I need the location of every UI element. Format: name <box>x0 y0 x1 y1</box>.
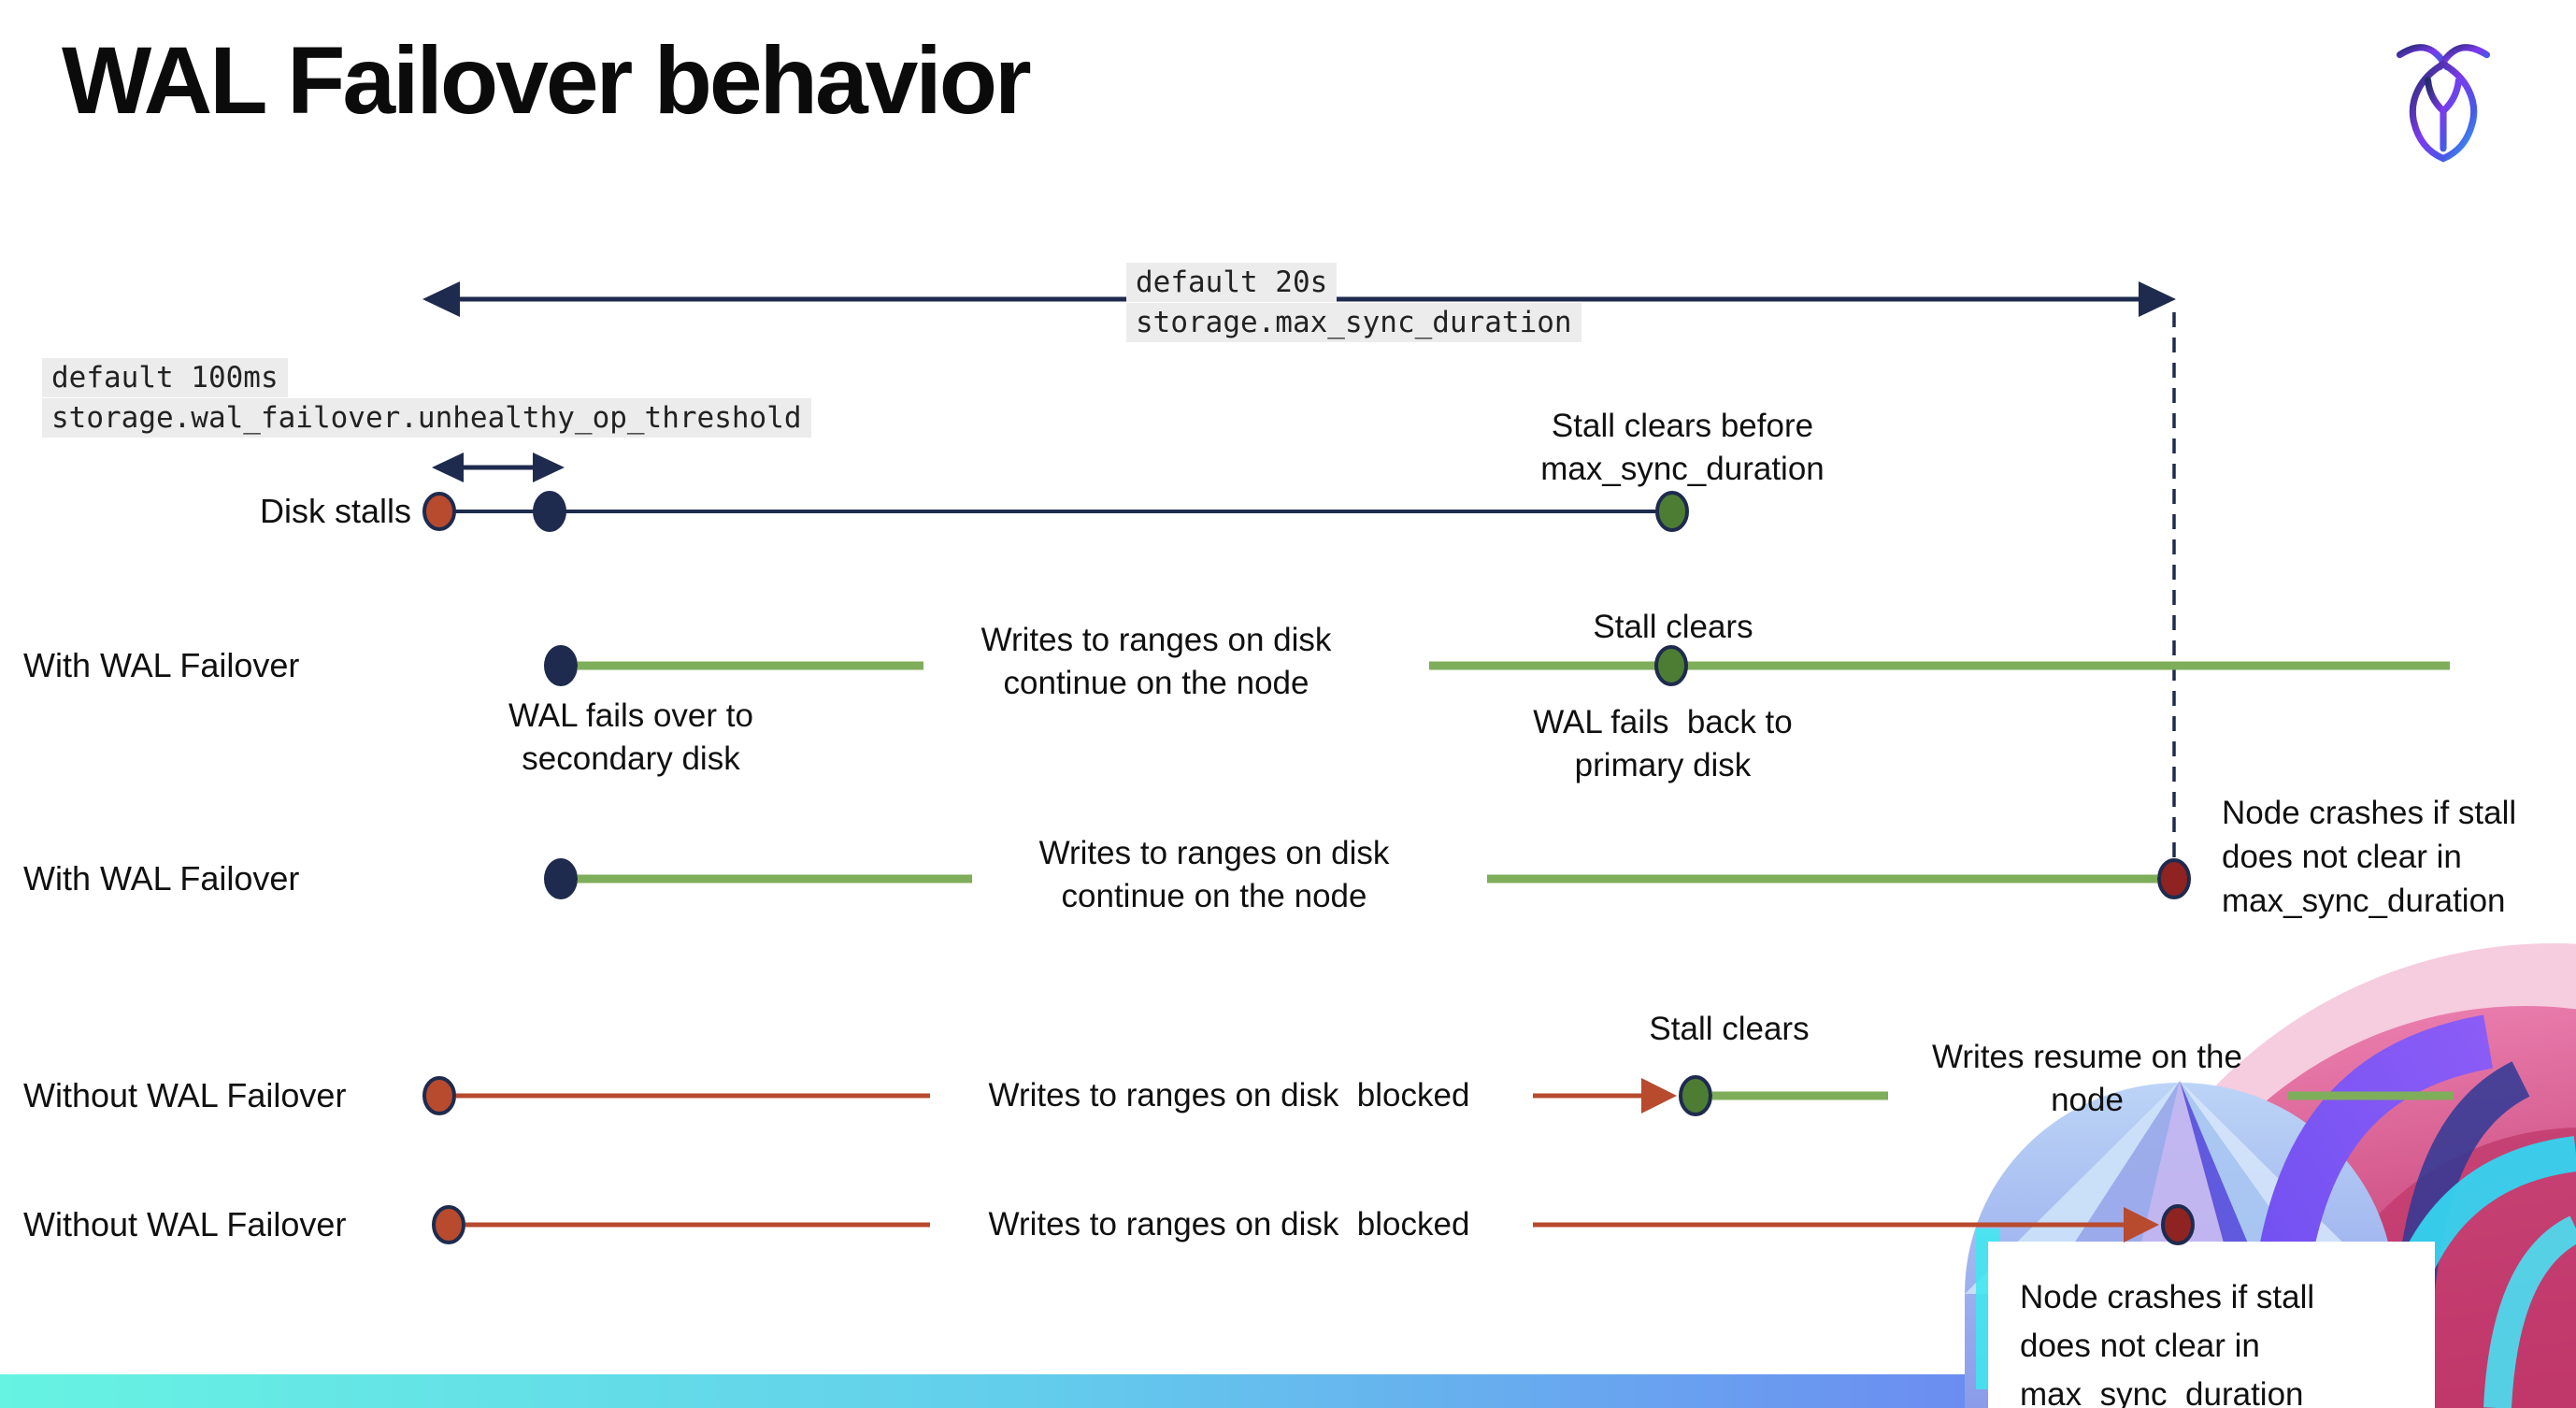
threshold-setting-name: storage.wal_failover.unhealthy_op_thresh… <box>42 398 811 438</box>
row-label-without-wal-1: Without WAL Failover <box>23 1076 347 1114</box>
max-sync-setting-name: storage.max_sync_duration <box>1126 303 1581 342</box>
writes-blocked-annotation-1: Writes to ranges on disk blocked <box>988 1077 1470 1113</box>
node-crash-dot <box>2157 858 2191 899</box>
without-wal-2-crash-text: Node crashes if stall does not clear in … <box>2020 1279 2324 1408</box>
stall-clears-before-annotation: Stall clears before max_sync_duration <box>1540 408 1825 487</box>
art-dome-sector-2 <box>2041 1081 2180 1294</box>
row-disk-stalls <box>422 491 1689 532</box>
page-title: WAL Failover behavior <box>62 27 1032 134</box>
unhealthy-op-threshold-arrow <box>432 453 565 482</box>
writes-resume-annotation: Writes resume on the node <box>1932 1039 2252 1118</box>
art-dome-sector-1 <box>1965 1081 2180 1294</box>
row-label-with-wal-1: With WAL Failover <box>23 646 300 684</box>
failover-threshold-dot <box>533 491 566 532</box>
failover-dot <box>544 645 578 686</box>
writes-continue-annotation-2: Writes to ranges on disk continue on the… <box>1038 835 1399 914</box>
logo-body <box>2409 60 2478 163</box>
writes-continue-annotation-1: Writes to ranges on disk continue on the… <box>980 622 1341 701</box>
logo-inner-y <box>2424 77 2463 152</box>
row-label-disk-stalls: Disk stalls <box>259 492 411 530</box>
row-label-without-wal-2: Without WAL Failover <box>23 1205 347 1243</box>
row-label-with-wal-2: With WAL Failover <box>23 859 300 898</box>
stall-clears-annotation-2: Stall clears <box>1649 1011 1810 1047</box>
art-cyan-arc-2 <box>2483 1215 2576 1408</box>
disk-stall-start-dot <box>422 492 456 531</box>
cockroachdb-logo-icon <box>2396 44 2491 163</box>
writes-blocked-annotation-2: Writes to ranges on disk blocked <box>988 1206 1470 1243</box>
disk-stall-start-dot <box>432 1205 465 1244</box>
max-sync-default-label: default 20s <box>1126 263 1338 302</box>
stall-clears-dot <box>1654 645 1688 686</box>
stall-clears-dot <box>1679 1075 1712 1116</box>
blocked-arrowhead <box>1641 1078 1677 1113</box>
row-with-wal-1 <box>544 645 2450 686</box>
threshold-default-label: default 100ms <box>42 358 288 397</box>
disk-stall-start-dot <box>422 1076 456 1115</box>
crash-callout-box: Node crashes if stall does not clear in … <box>1988 1242 2435 1408</box>
node-crashes-annotation-1: Node crashes if stall does not clear in … <box>2222 795 2526 919</box>
failover-dot <box>544 858 578 899</box>
stall-clears-annotation-1: Stall clears <box>1593 609 1753 645</box>
wal-fails-over-annotation: WAL fails over to secondary disk <box>508 697 763 777</box>
wal-fails-back-annotation: WAL fails back to primary disk <box>1533 704 1802 783</box>
stall-clears-dot <box>1655 491 1689 532</box>
